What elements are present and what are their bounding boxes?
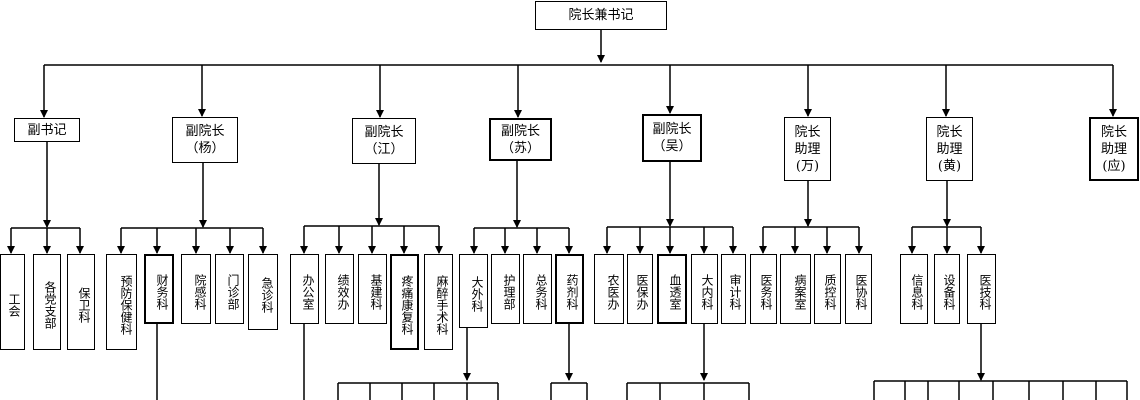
leader-box-assistant-huang: 院长 助理 (黄) bbox=[926, 117, 973, 181]
dept-box-pain-rehab: 疼痛康复科 bbox=[390, 254, 419, 350]
dept-box-pharmacy: 药剂科 bbox=[555, 254, 584, 324]
dept-box-hemodialysis: 血透室 bbox=[657, 254, 687, 324]
dept-box-audit: 审计科 bbox=[721, 254, 746, 324]
dept-box-medical-technology: 医技科 bbox=[967, 254, 996, 324]
dept-box-medical-affairs: 医务科 bbox=[750, 254, 777, 324]
dept-box-performance: 绩效办 bbox=[325, 254, 354, 324]
leader-box-vp-su: 副院长 （苏） bbox=[489, 118, 552, 161]
dept-box-information: 信息科 bbox=[900, 254, 928, 324]
leader-box-vp-jiang: 副院长 （江） bbox=[352, 118, 416, 164]
dept-box-rural-medical: 农医办 bbox=[594, 254, 624, 324]
dept-box-finance: 财务科 bbox=[144, 254, 174, 324]
leader-box-deputy-secretary: 副书记 bbox=[14, 118, 80, 142]
leader-box-vp-yang: 副院长 （杨） bbox=[172, 117, 238, 163]
dept-box-infection-control: 院感科 bbox=[181, 254, 211, 324]
dept-box-security: 保卫科 bbox=[67, 254, 95, 350]
dept-box-outpatient: 门诊部 bbox=[215, 254, 244, 324]
dept-box-records: 病案室 bbox=[780, 254, 811, 324]
dept-box-preventive-health: 预防保健科 bbox=[106, 254, 137, 350]
dept-box-construction: 基建科 bbox=[358, 254, 387, 324]
dept-box-union: 工会 bbox=[0, 254, 25, 350]
dept-box-medical-insurance: 医保办 bbox=[627, 254, 653, 324]
dept-box-general-affairs: 总务科 bbox=[523, 254, 552, 324]
leader-box-assistant-wan: 院长 助理 (万) bbox=[784, 117, 831, 181]
dept-box-equipment: 设备科 bbox=[934, 254, 960, 324]
top-box-president: 院长兼书记 bbox=[535, 1, 667, 30]
dept-box-surgery: 大外科 bbox=[459, 254, 488, 328]
dept-box-office: 办公室 bbox=[290, 254, 319, 324]
leader-box-assistant-ying: 院长 助理 (应) bbox=[1089, 117, 1139, 181]
dept-box-medical-coordination: 医协科 bbox=[845, 254, 872, 324]
leader-box-vp-wu: 副院长 （吴） bbox=[642, 114, 702, 162]
dept-box-quality-control: 质控科 bbox=[814, 254, 841, 324]
dept-box-anesthesia: 麻醉手术科 bbox=[424, 254, 453, 350]
dept-box-internal-medicine: 大内科 bbox=[691, 254, 718, 324]
dept-box-nursing: 护理部 bbox=[491, 254, 520, 324]
dept-box-emergency: 急诊科 bbox=[248, 254, 278, 330]
dept-box-party-branches: 各党支部 bbox=[33, 254, 61, 350]
